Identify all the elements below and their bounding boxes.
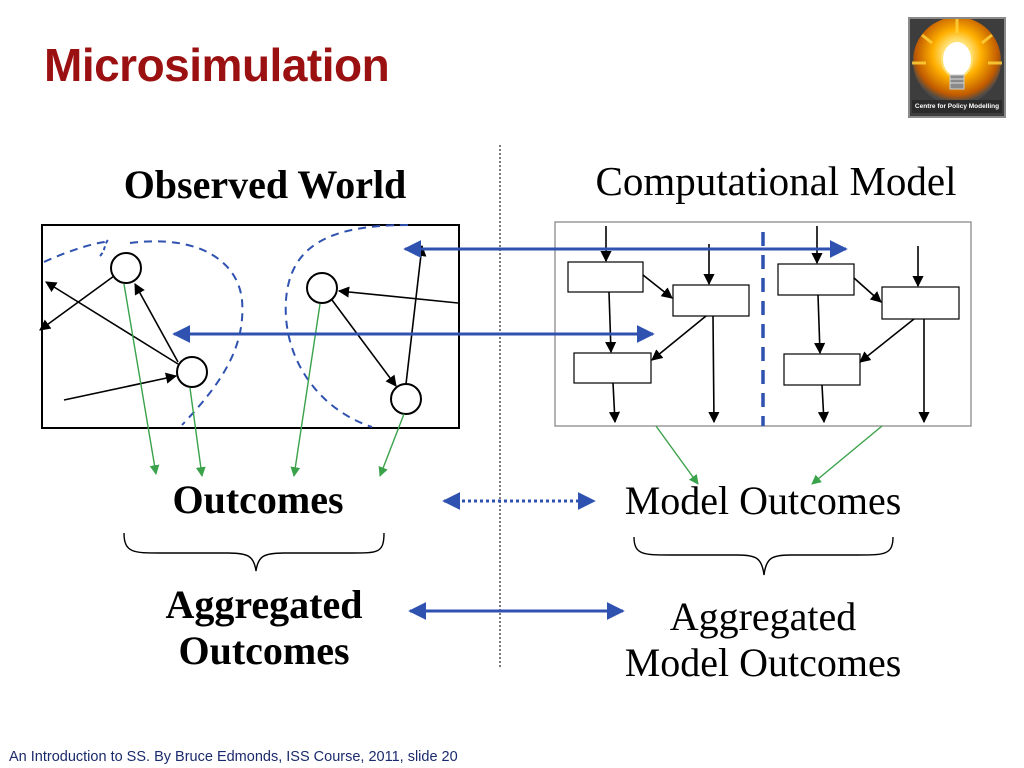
aggregated-outcomes-label: Aggregated Outcomes — [124, 582, 404, 674]
aggregated-model-outcomes-line2: Model Outcomes — [624, 640, 902, 685]
light-bulb-icon — [910, 19, 1004, 116]
column-divider — [499, 145, 501, 667]
aggregated-model-outcomes-line1: Aggregated — [669, 594, 857, 639]
logo-caption: Centre for Policy Modelling — [914, 103, 1000, 110]
observed-world-heading: Observed World — [123, 162, 407, 207]
agent-node — [110, 252, 142, 284]
computational-model-heading: Computational Model — [595, 158, 957, 204]
model-agent-box — [783, 353, 861, 386]
group-boundary-left-b — [129, 240, 244, 426]
group-boundary-right — [284, 224, 409, 428]
aggregated-model-outcomes-label: Aggregated Model Outcomes — [590, 594, 936, 686]
agent-node — [176, 356, 208, 388]
model-agent-box — [567, 261, 644, 293]
model-agent-box — [672, 284, 750, 317]
aggregation-brace-right — [633, 536, 894, 576]
aggregated-outcomes-line1: Aggregated — [165, 582, 363, 627]
model-agent-box — [777, 263, 855, 296]
model-agent-box — [573, 352, 652, 384]
aggregation-brace-left — [123, 532, 385, 572]
model-outcomes-label: Model Outcomes — [624, 478, 902, 523]
agent-node — [390, 383, 422, 415]
slide-title: Microsimulation — [44, 39, 390, 91]
aggregated-outcomes-line2: Outcomes — [178, 628, 350, 673]
outcomes-label: Outcomes — [172, 477, 344, 522]
slide-footer: An Introduction to SS. By Bruce Edmonds,… — [9, 749, 458, 765]
cpm-logo: Centre for Policy Modelling — [908, 17, 1006, 118]
agent-node — [306, 272, 338, 304]
group-boundary-left — [43, 241, 106, 263]
model-agent-box — [881, 286, 960, 320]
